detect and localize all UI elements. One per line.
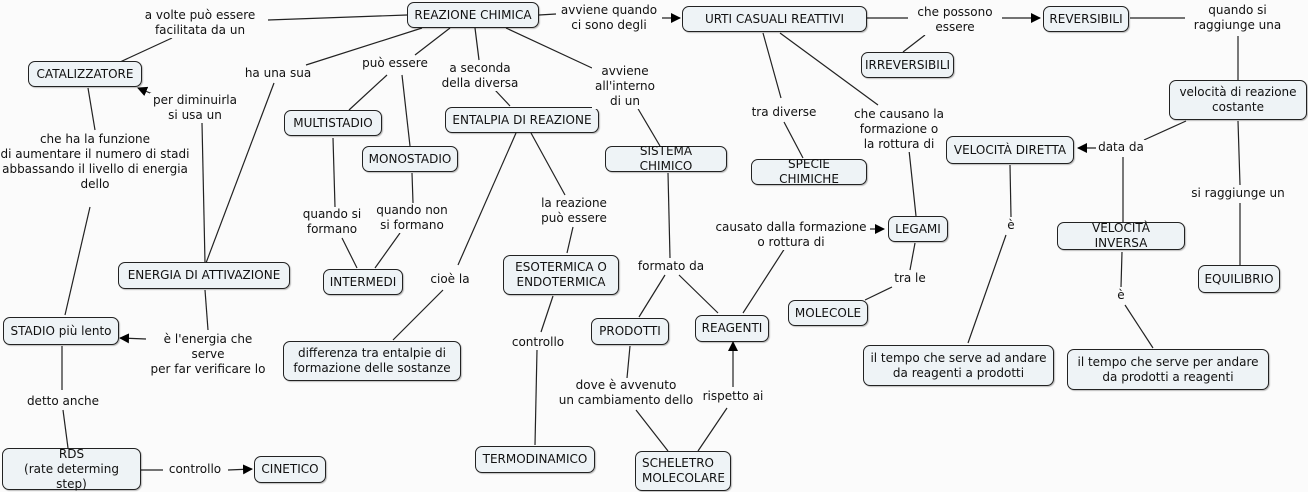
node-multistadio[interactable]: MULTISTADIO — [284, 110, 382, 136]
node-tempo-diretta[interactable]: il tempo che serve ad andare da reagenti… — [863, 345, 1054, 386]
link-label-formato-da: formato da — [634, 259, 708, 274]
link-label-quando-si-formano: quando si formano — [300, 207, 364, 237]
node-urti-casuali-reattivi[interactable]: URTI CASUALI REATTIVI — [682, 6, 867, 32]
node-irreversibili[interactable]: IRREVERSIBILI — [861, 52, 954, 78]
node-sistema-chimico[interactable]: SISTEMA CHIMICO — [605, 144, 727, 173]
node-intermedi[interactable]: INTERMEDI — [323, 269, 403, 295]
node-termodinamico[interactable]: TERMODINAMICO — [475, 446, 595, 473]
link-label-a-volte: a volte può essere facilitata da un — [140, 8, 260, 38]
node-tempo-inversa[interactable]: il tempo che serve per andare da prodott… — [1067, 349, 1269, 390]
link-label-avviene-interno: avviene all'interno di un — [592, 64, 658, 109]
link-label-che-ha-funzione: che ha la funzione di aumentare il numer… — [0, 132, 190, 192]
link-label-la-reazione: la reazione può essere — [532, 196, 616, 226]
link-label-controllo-termodinamico: controllo — [508, 335, 568, 350]
link-label-dove-avvenuto: dove è avvenuto un cambiamento dello — [557, 378, 695, 408]
link-label-causato-dalla: causato dalla formazione o rottura di — [712, 220, 870, 250]
node-reazione-chimica[interactable]: REAZIONE CHIMICA — [407, 2, 539, 28]
node-catalizzatore[interactable]: CATALIZZATORE — [28, 61, 142, 87]
node-scheletro-molecolare[interactable]: SCHELETRO MOLECOLARE — [635, 451, 731, 491]
node-energia-di-attivazione[interactable]: ENERGIA DI ATTIVAZIONE — [118, 262, 290, 289]
node-differenza-entalpie[interactable]: differenza tra entalpie di formazione de… — [283, 341, 461, 381]
link-label-puo-essere: può essere — [360, 56, 430, 71]
node-velocita-inversa[interactable]: VELOCITÀ INVERSA — [1057, 221, 1185, 250]
node-esotermica-endotermica[interactable]: ESOTERMICA O ENDOTERMICA — [503, 255, 619, 295]
node-molecole[interactable]: MOLECOLE — [788, 300, 868, 326]
link-label-che-causano: che causano la formazione o la rottura d… — [852, 107, 946, 152]
link-label-si-raggiunge-un: si raggiunge un — [1186, 186, 1290, 201]
link-label-e-diretta: è — [1002, 218, 1020, 233]
node-prodotti[interactable]: PRODOTTI — [591, 318, 669, 345]
node-specie-chimiche[interactable]: SPECIE CHIMICHE — [751, 157, 867, 186]
link-label-rispetto-ai: rispetto ai — [701, 389, 765, 404]
link-label-quando-non: quando non si formano — [374, 203, 450, 233]
node-rds[interactable]: RDS (rate determing step) — [2, 447, 141, 491]
link-label-detto-anche: detto anche — [24, 394, 102, 409]
node-velocita-diretta[interactable]: VELOCITÀ DIRETTA — [946, 136, 1074, 164]
node-reagenti[interactable]: REAGENTI — [695, 315, 769, 342]
node-equilibrio[interactable]: EQUILIBRIO — [1198, 265, 1280, 293]
link-label-a-seconda: a seconda della diversa — [440, 61, 520, 91]
node-legami[interactable]: LEGAMI — [888, 216, 948, 242]
link-label-e-inversa: è — [1112, 288, 1130, 303]
link-label-quando-si-raggiunge: quando si raggiunge una — [1185, 3, 1290, 33]
link-label-che-possono: che possono essere — [908, 5, 1002, 35]
link-label-data-da: data da — [1096, 140, 1146, 155]
link-label-tra-le: tra le — [890, 271, 930, 286]
link-label-controllo-cinetico: controllo — [164, 462, 226, 477]
link-label-per-diminuirla: per diminuirla si usa un — [150, 93, 240, 123]
link-label-tra-diverse: tra diverse — [748, 105, 820, 120]
link-label-e-energia: è l'energia che serve per far verificare… — [146, 332, 270, 377]
node-cinetico[interactable]: CINETICO — [254, 456, 326, 483]
link-label-cioe-la: cioè la — [425, 272, 475, 287]
node-entalpia-di-reazione[interactable]: ENTALPIA DI REAZIONE — [445, 107, 599, 133]
node-reversibili[interactable]: REVERSIBILI — [1043, 6, 1129, 32]
node-velocita-costante[interactable]: velocità di reazione costante — [1169, 80, 1307, 120]
link-label-ha-una-sua: ha una sua — [238, 66, 318, 81]
link-label-avviene-quando: avviene quando ci sono degli — [556, 3, 662, 33]
node-monostadio[interactable]: MONOSTADIO — [362, 146, 458, 172]
node-stadio-piu-lento[interactable]: STADIO più lento — [3, 317, 119, 345]
